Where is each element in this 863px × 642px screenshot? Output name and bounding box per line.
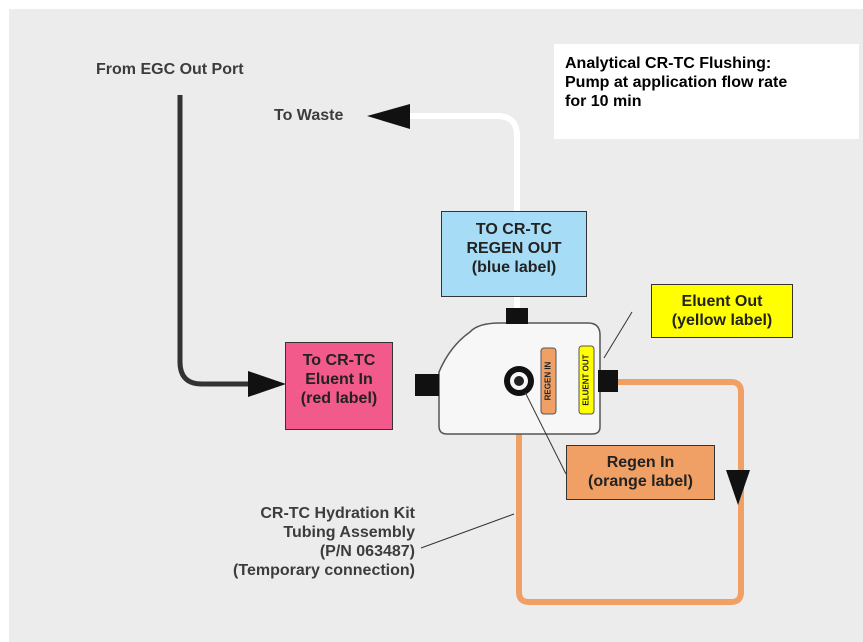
loop-arrow — [726, 470, 750, 505]
regen-in-device-label — [540, 347, 557, 415]
box-line: (orange label) — [588, 473, 693, 490]
box-line: (yellow label) — [671, 312, 773, 329]
kit-line: (P/N 063487) — [319, 543, 415, 560]
eluent-out-box: Eluent Out (yellow label) — [651, 284, 793, 338]
egc-inlet-tubing — [177, 95, 250, 387]
box-line: (red label) — [300, 390, 378, 407]
note-line: Pump at application flow rate — [565, 74, 788, 91]
flushing-note: Analytical CR-TC Flushing: Pump at appli… — [554, 44, 859, 139]
regen-in-device-text: REGEN IN — [544, 361, 553, 400]
box-line: REGEN OUT — [466, 240, 562, 257]
hydration-loop-tubing — [516, 379, 744, 605]
waste-tubing — [405, 113, 520, 309]
eluent-out-device-label — [578, 345, 595, 415]
kit-line: CR-TC Hydration Kit — [260, 505, 415, 522]
box-line: Regen In — [606, 454, 675, 471]
kit-line: (Temporary connection) — [233, 562, 415, 579]
eluent-out-fitting — [598, 370, 618, 392]
kit-label: CR-TC Hydration Kit Tubing Assembly (P/N… — [150, 504, 415, 580]
box-line: Eluent Out — [681, 293, 763, 310]
inlet-arrow — [248, 371, 286, 397]
regen-in-leader — [524, 391, 567, 475]
box-line: TO CR-TC — [475, 221, 553, 238]
note-line: for 10 min — [565, 93, 642, 110]
regen-out-fitting — [506, 308, 528, 324]
eluent-in-fitting — [415, 374, 439, 396]
eluent-out-device-text: ELUENT OUT — [582, 354, 591, 405]
regen-in-box: Regen In (orange label) — [566, 445, 715, 500]
source-label: From EGC Out Port — [96, 61, 244, 78]
kit-line: Tubing Assembly — [283, 524, 415, 541]
waste-label: To Waste — [274, 107, 344, 124]
eluent-out-leader — [603, 311, 633, 359]
eluent-in-box: To CR-TC Eluent In (red label) — [285, 342, 393, 430]
waste-arrow — [367, 104, 410, 129]
kit-leader — [420, 513, 515, 549]
box-line: Eluent In — [305, 371, 373, 388]
box-line: To CR-TC — [302, 352, 376, 369]
regen-out-box: TO CR-TC REGEN OUT (blue label) — [441, 211, 587, 297]
note-line: Analytical CR-TC Flushing: — [565, 55, 772, 72]
box-line: (blue label) — [471, 259, 557, 276]
